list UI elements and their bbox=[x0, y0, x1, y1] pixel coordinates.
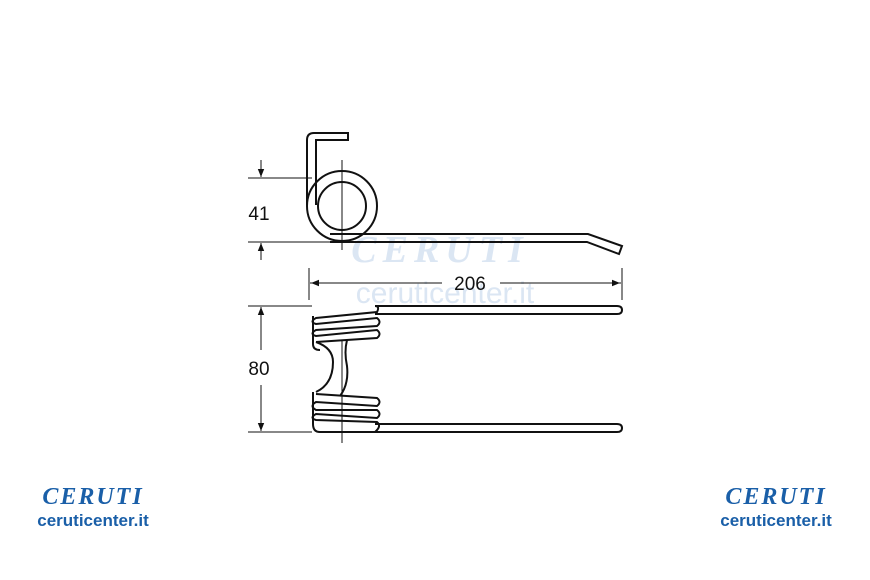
dimension-41-label: 41 bbox=[248, 204, 269, 225]
dimension-80-label: 80 bbox=[248, 359, 269, 380]
upper-coil bbox=[311, 305, 381, 351]
upper-tine bbox=[375, 305, 624, 315]
dimension-206-label: 206 bbox=[454, 274, 486, 295]
logo-right-brand: CERUTI bbox=[725, 484, 827, 510]
logo-left-url: ceruticenter.it bbox=[37, 511, 149, 530]
ceruti-logo-right: CERUTI ceruticenter.it bbox=[696, 484, 856, 532]
lower-tine bbox=[375, 423, 624, 433]
side-view bbox=[306, 132, 624, 256]
tine-arm bbox=[330, 233, 624, 256]
top-view bbox=[311, 305, 624, 443]
logo-left-brand: CERUTI bbox=[42, 484, 144, 510]
coil-connecting-loop bbox=[315, 339, 349, 397]
dimension-80 bbox=[248, 305, 312, 433]
watermark-brand: CERUTI bbox=[351, 229, 528, 271]
dimension-41 bbox=[248, 160, 330, 260]
ceruti-logo-left: CERUTI ceruticenter.it bbox=[13, 484, 173, 532]
hook bbox=[306, 132, 349, 205]
logo-right-url: ceruticenter.it bbox=[720, 511, 832, 530]
dimension-206 bbox=[308, 268, 623, 300]
lower-coil bbox=[311, 392, 381, 433]
